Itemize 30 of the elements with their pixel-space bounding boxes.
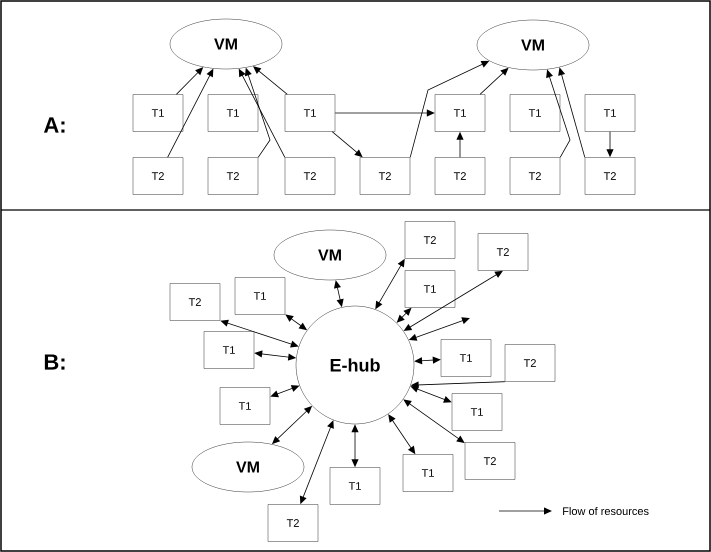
task-box: T1	[402, 454, 454, 492]
task-box: T1	[234, 277, 286, 315]
task-box: T2	[360, 157, 410, 195]
task-box: T1	[440, 339, 492, 377]
task-box: T2	[478, 233, 528, 271]
task-box: T2	[584, 157, 636, 195]
task-box: T2	[404, 221, 456, 259]
task-box: T2	[208, 157, 258, 195]
task-box: T1	[330, 467, 380, 505]
task-box: T2	[504, 344, 556, 382]
task-box: T2	[170, 283, 220, 321]
task-box: T2	[464, 442, 516, 480]
task-box: T2	[268, 504, 318, 542]
task-box: T2	[510, 157, 560, 195]
task-box: T1	[132, 94, 184, 132]
task-box: T1	[284, 94, 336, 132]
task-box: T1	[434, 94, 486, 132]
panel-label: A:	[44, 117, 64, 133]
task-box: T1	[208, 94, 258, 132]
task-box: T2	[132, 157, 184, 195]
task-box: T1	[220, 387, 270, 425]
task-box: T1	[584, 94, 636, 132]
panel-label: B:	[44, 354, 64, 370]
legend-text: Flow of resources	[563, 506, 649, 516]
task-box: T2	[284, 157, 336, 195]
task-box: T1	[204, 331, 254, 369]
task-box: T2	[434, 157, 486, 195]
task-box: T1	[452, 393, 502, 431]
task-box: T1	[404, 270, 456, 308]
task-box: T1	[510, 94, 560, 132]
